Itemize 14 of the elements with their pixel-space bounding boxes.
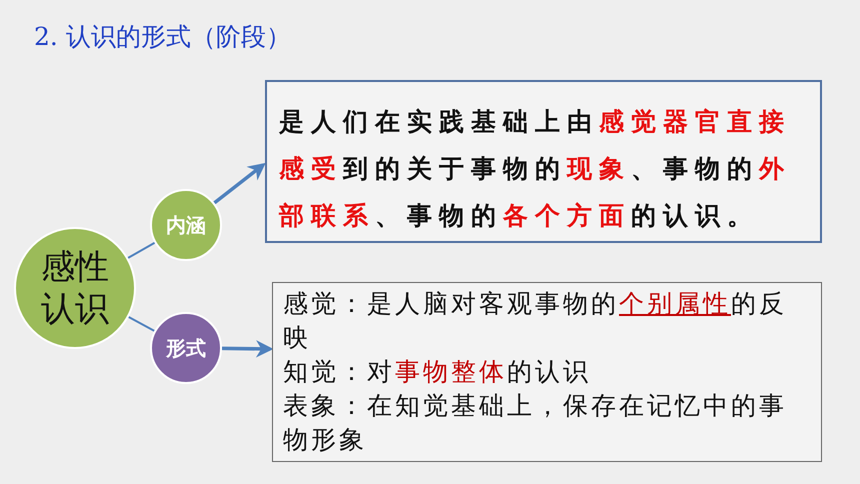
description-text: 表象：在知觉基础上，保存在记忆中的事物形象 <box>283 390 788 456</box>
circle-label: 内涵 <box>165 212 207 238</box>
definition-box <box>265 80 822 243</box>
connector-line <box>128 316 155 332</box>
arrow <box>222 340 274 358</box>
circle-label: 形式 <box>165 336 207 360</box>
circle-label: 感性认识 <box>40 246 110 330</box>
connector-line <box>128 242 156 259</box>
title: 2. 认识的形式（阶段） <box>34 21 291 53</box>
arrow <box>213 162 266 204</box>
description-text: 知觉：对事物整体的认识 <box>283 356 592 388</box>
description-text: 感觉：是人脑对客观事物的个别属性的反映 <box>283 288 788 354</box>
forms-box <box>272 282 822 462</box>
description-text: 是人们在实践基础上由感觉器官直接感受到的关于事物的现象、事物的外部联系、事物的各个方面的认识。 <box>279 106 792 232</box>
